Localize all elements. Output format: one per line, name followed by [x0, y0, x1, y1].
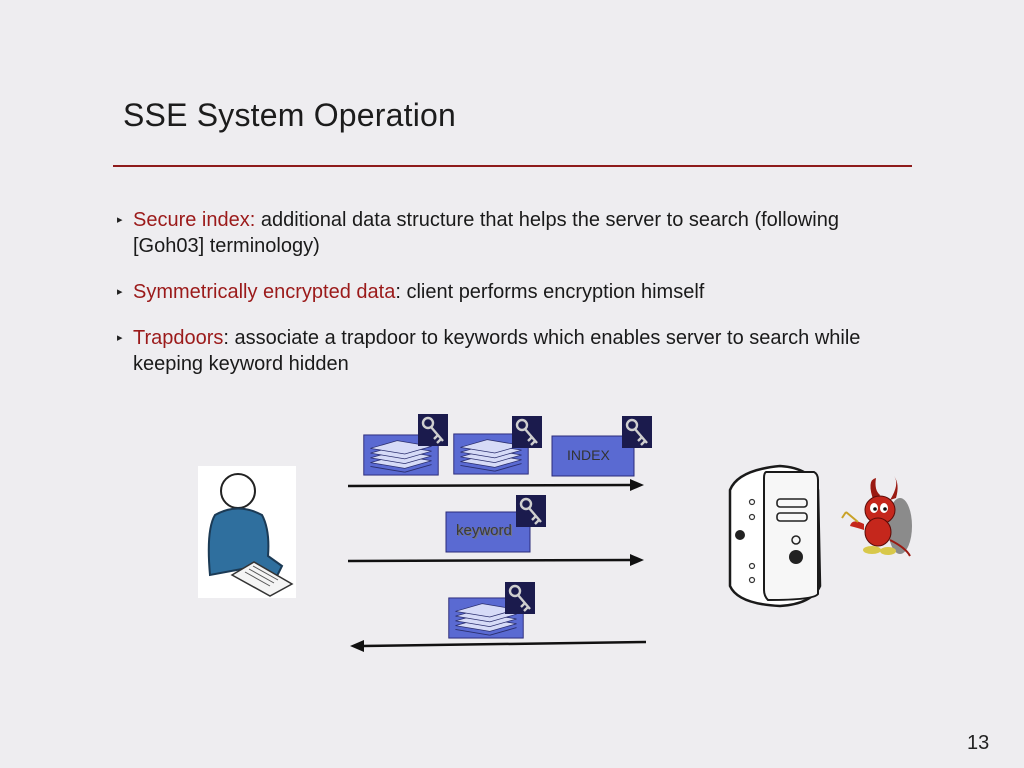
bullet-term: Symmetrically encrypted data [133, 281, 396, 303]
index-label: INDEX [567, 447, 610, 463]
bullet-text: : associate a trapdoor to keywords which… [133, 327, 861, 375]
bullet-marker: ▸ [117, 214, 123, 226]
devil-mascot-icon [841, 476, 912, 557]
bullet-trapdoors: ▸ Trapdoors: associate a trapdoor to keyw… [117, 325, 907, 377]
arrow-left-icon [350, 640, 647, 652]
bullet-encrypted-data: ▸ Symmetrically encrypted data: client pe… [117, 279, 907, 305]
bullet-term: Trapdoors [133, 327, 224, 349]
key-icon [622, 416, 652, 448]
user-at-desk-icon [198, 466, 296, 598]
index-box [551, 435, 635, 477]
page-number: 13 [967, 732, 990, 754]
key-icon [418, 414, 448, 446]
key-icon [516, 495, 546, 527]
bullet-marker: ▸ [117, 332, 123, 344]
server-tower-icon [728, 464, 822, 608]
bullet-secure-index: ▸ Secure index: additional data structure… [117, 207, 907, 259]
arrow-right-icon [347, 554, 644, 566]
keyword-label: keyword [456, 522, 512, 539]
slide-title: SSE System Operation [123, 97, 457, 133]
arrow-right-icon [347, 479, 644, 491]
bullet-text: : client performs encryption himself [395, 281, 705, 303]
bullet-term: Secure index: [133, 209, 256, 231]
bullet-marker: ▸ [117, 286, 123, 298]
bullet-text: additional data structure that helps the… [133, 209, 839, 257]
key-icon [505, 582, 535, 614]
key-icon [512, 416, 542, 448]
bullet-list: ▸ Secure index: additional data structure… [117, 207, 907, 397]
title-divider [113, 165, 912, 167]
